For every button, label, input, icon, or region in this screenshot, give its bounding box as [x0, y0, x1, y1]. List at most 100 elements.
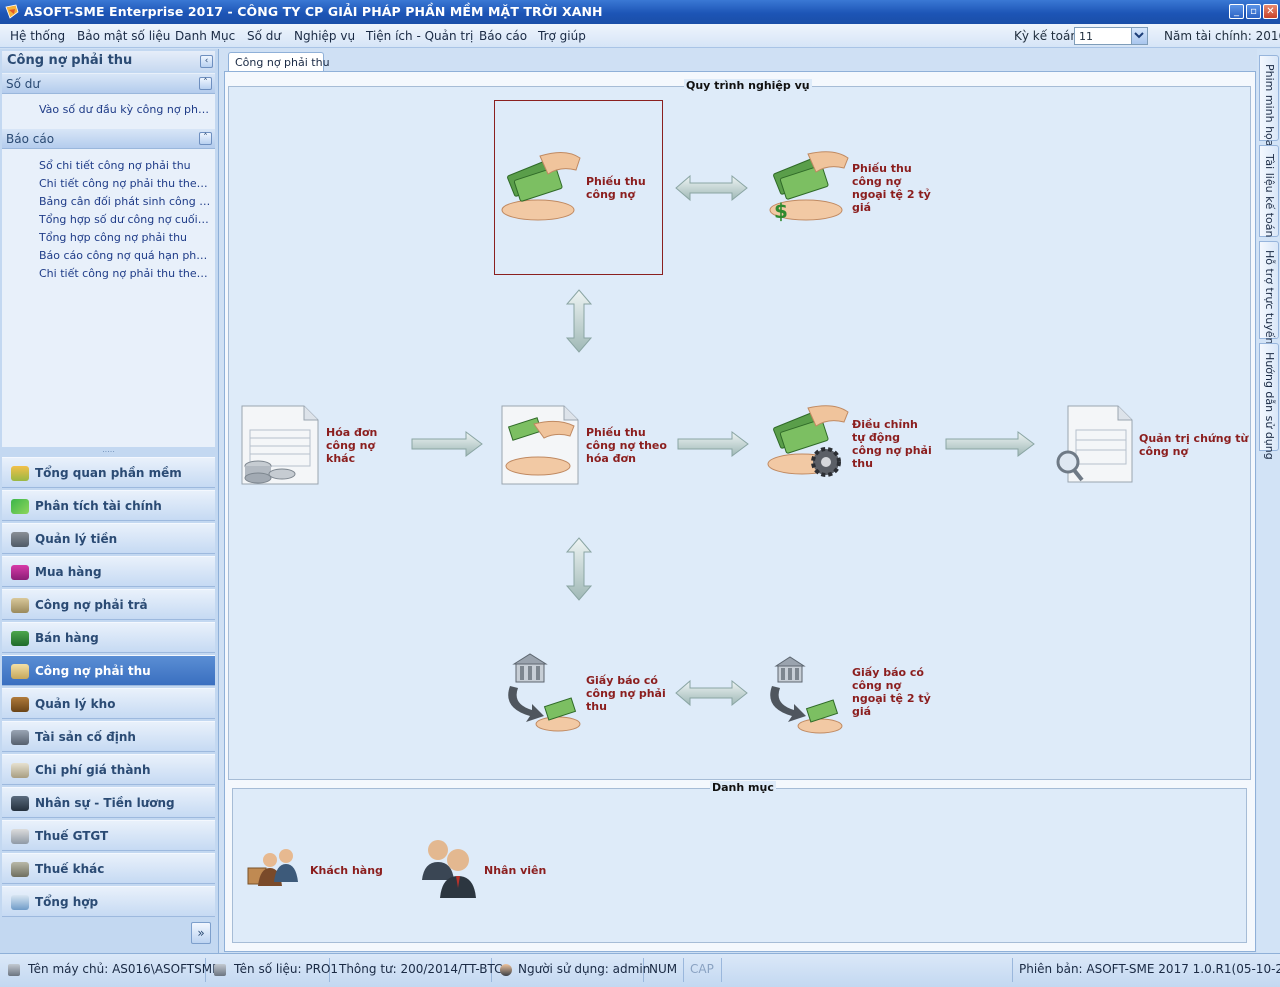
status-server: Tên máy chủ: AS016\ASOFTSME: [4, 958, 220, 982]
link-tong-hop-cong-no[interactable]: Tổng hợp công nợ phải thu: [39, 231, 188, 244]
nav-phan-tich-tai-chinh[interactable]: Phân tích tài chính: [2, 490, 215, 521]
node-phieu-thu-theo-hoa-don[interactable]: Phiếu thu công nợ theo hóa đơn: [500, 404, 667, 489]
nav-label: Nhân sự - Tiền lương: [35, 796, 175, 810]
left-panel-title: Công nợ phải thu: [7, 53, 133, 68]
menu-tien-ich-quan-tri[interactable]: Tiện ích - Quản trị: [366, 29, 474, 43]
status-server-text: Tên máy chủ: AS016\ASOFTSME: [28, 962, 220, 976]
node-giay-bao-co-ngoai-te[interactable]: Giấy báo có công nợ ngoại tệ 2 tỷ giá: [766, 654, 931, 741]
bank-money-icon: [770, 656, 843, 734]
vtab-phim-minh-hoa[interactable]: Phim minh họa: [1259, 55, 1279, 147]
status-user-text: Người sử dụng: admin: [518, 962, 651, 976]
money-gear-icon: [767, 405, 849, 477]
tab-cong-no-phai-thu[interactable]: Công nợ phải thu: [228, 52, 330, 72]
menu-nghiep-vu[interactable]: Nghiệp vụ: [294, 29, 356, 43]
personnel-icon: [11, 796, 29, 811]
catalog-label: Nhân viên: [484, 864, 547, 877]
ky-ke-toan-select[interactable]: 11: [1074, 27, 1148, 45]
link-chi-tiet-theo-hoa-don[interactable]: Chi tiết công nợ phải thu theo hóa đơn: [39, 177, 211, 190]
node-label-line: công nợ: [852, 175, 902, 188]
nav-ban-hang[interactable]: Bán hàng: [2, 622, 215, 653]
node-label-line: thu: [852, 457, 873, 470]
group-bao-cao-title: Báo cáo: [6, 132, 55, 146]
group-bao-cao-header[interactable]: Báo cáo ˄: [2, 129, 215, 149]
tax-other-icon: [11, 862, 29, 877]
link-bao-cao-qua-han[interactable]: Báo cáo công nợ quá hạn phải thu: [39, 249, 211, 262]
catalog-title: Danh mục: [710, 781, 776, 794]
node-giay-bao-co[interactable]: Giấy báo có công nợ phải thu: [500, 650, 666, 741]
nav-quan-ly-tien[interactable]: Quản lý tiền: [2, 523, 215, 554]
menu-danh-muc[interactable]: Danh Mục: [175, 29, 236, 43]
nav-tong-quan-phan-mem[interactable]: Tổng quan phần mềm: [2, 457, 215, 488]
link-bang-can-doi[interactable]: Bảng cân đối phát sinh công nợ: [39, 195, 211, 208]
menu-tro-giup[interactable]: Trợ giúp: [538, 29, 586, 43]
left-panel: Công nợ phải thu ‹ Số dư ˄ Vào số dư đầu…: [0, 49, 219, 953]
status-cap-text: CAP: [690, 962, 714, 976]
menu-bao-mat-so-lieu[interactable]: Bảo mật số liệu: [77, 29, 171, 43]
nav-label: Chi phí giá thành: [35, 763, 151, 777]
window-title: ASOFT-SME Enterprise 2017 - CÔNG TY CP G…: [24, 4, 603, 19]
nav-thue-khac[interactable]: Thuế khác: [2, 853, 215, 884]
node-label-line: Giấy báo có: [852, 666, 924, 679]
nav-label: Tổng quan phần mềm: [35, 466, 182, 480]
collapse-group-icon[interactable]: ˄: [199, 77, 212, 90]
node-dieu-chinh-tu-dong[interactable]: Điều chỉnh tự động công nợ phải thu: [766, 404, 932, 485]
node-quan-tri-chung-tu[interactable]: Quản trị chứng từ công nợ: [1054, 404, 1248, 489]
nav-cong-no-phai-thu[interactable]: Công nợ phải thu: [2, 655, 215, 686]
nav-cong-no-phai-tra[interactable]: Công nợ phải trả: [2, 589, 215, 620]
vtab-huong-dan-su-dung[interactable]: Hướng dẫn sử dụng: [1259, 343, 1279, 460]
link-vao-so-du-dau-ky[interactable]: Vào số dư đầu kỳ công nợ phải thu: [39, 103, 211, 116]
nav-tong-hop[interactable]: Tổng hợp: [2, 886, 215, 917]
catalog-khach-hang[interactable]: Khách hàng: [246, 846, 383, 893]
menu-so-du[interactable]: Số dư: [247, 29, 281, 43]
money-hand-icon: [11, 598, 29, 613]
chart-icon: [11, 499, 29, 514]
node-label-line: Giấy báo có: [586, 674, 658, 687]
status-num: NUM: [644, 958, 684, 982]
close-button[interactable]: ✕: [1263, 4, 1278, 19]
bank-money-icon: [508, 653, 581, 732]
menu-bar: Hệ thống Bảo mật số liệu Danh Mục Số dư …: [0, 24, 1280, 48]
warehouse-box-icon: [11, 697, 29, 712]
nav-thue-gtgt[interactable]: Thuế GTGT: [2, 820, 215, 851]
maximize-button[interactable]: ▫: [1246, 4, 1261, 19]
customer-group-icon: [247, 849, 298, 886]
node-phieu-thu-cong-no[interactable]: Phiếu thu công nợ: [500, 150, 646, 227]
collapse-panel-button[interactable]: ‹: [200, 55, 213, 68]
task-pane: Số dư ˄ Vào số dư đầu kỳ công nợ phải th…: [2, 73, 215, 447]
node-phieu-thu-ngoai-te[interactable]: $ Phiếu thu công nợ ngoại tệ 2 tỷ giá: [766, 150, 931, 227]
panel-splitter[interactable]: .....: [2, 446, 215, 455]
selected-node-frame: [494, 100, 663, 275]
node-label-line: Điều chỉnh: [852, 418, 918, 431]
link-tong-hop-so-du[interactable]: Tổng hợp số dư công nợ cuối kỳ: [39, 213, 211, 226]
nav-mua-hang[interactable]: Mua hàng: [2, 556, 215, 587]
employee-group-icon: [422, 840, 476, 898]
chevron-double-down-icon[interactable]: »: [191, 922, 211, 944]
link-chi-tiet-theo-nhan-vien[interactable]: Chi tiết công nợ phải thu theo nhân viên: [39, 267, 211, 280]
nav-tai-san-co-dinh[interactable]: Tài sản cố định: [2, 721, 215, 752]
link-so-chi-tiet[interactable]: Sổ chi tiết công nợ phải thu: [39, 159, 191, 172]
vtab-ho-tro-truc-tuyen[interactable]: Hỗ trợ trực tuyến: [1259, 241, 1279, 344]
node-label-line: khác: [326, 452, 356, 465]
catalog-nhan-vien[interactable]: Nhân viên: [420, 836, 546, 905]
status-num-text: NUM: [649, 962, 678, 976]
node-hoa-don-cong-no-khac[interactable]: Hóa đơn công nợ khác: [240, 404, 377, 489]
asset-icon: [11, 730, 29, 745]
invoice-money-icon: [501, 405, 579, 485]
nav-chi-phi-gia-thanh[interactable]: Chi phí giá thành: [2, 754, 215, 785]
minimize-button[interactable]: _: [1229, 4, 1244, 19]
vtab-tai-lieu-ke-toan[interactable]: Tài liệu kế toán: [1259, 145, 1279, 237]
collapse-group-icon[interactable]: ˄: [199, 132, 212, 145]
nav-quan-ly-kho[interactable]: Quản lý kho: [2, 688, 215, 719]
nav-label: Tài sản cố định: [35, 730, 136, 744]
vtab-label: Hướng dẫn sử dụng: [1263, 352, 1276, 460]
status-user: Người sử dụng: admin: [496, 958, 650, 982]
nav-nhan-su-tien-luong[interactable]: Nhân sự - Tiền lương: [2, 787, 215, 818]
menu-bao-cao[interactable]: Báo cáo: [479, 29, 528, 43]
user-icon: [500, 964, 512, 976]
group-so-du-header[interactable]: Số dư ˄: [2, 74, 215, 94]
left-panel-header: Công nợ phải thu ‹: [2, 51, 215, 71]
nam-tai-chinh-label: Năm tài chính: 2016: [1164, 29, 1280, 43]
node-label-line: công nợ: [852, 679, 902, 692]
menu-he-thong[interactable]: Hệ thống: [10, 29, 66, 43]
chevron-down-icon[interactable]: [1131, 28, 1147, 44]
